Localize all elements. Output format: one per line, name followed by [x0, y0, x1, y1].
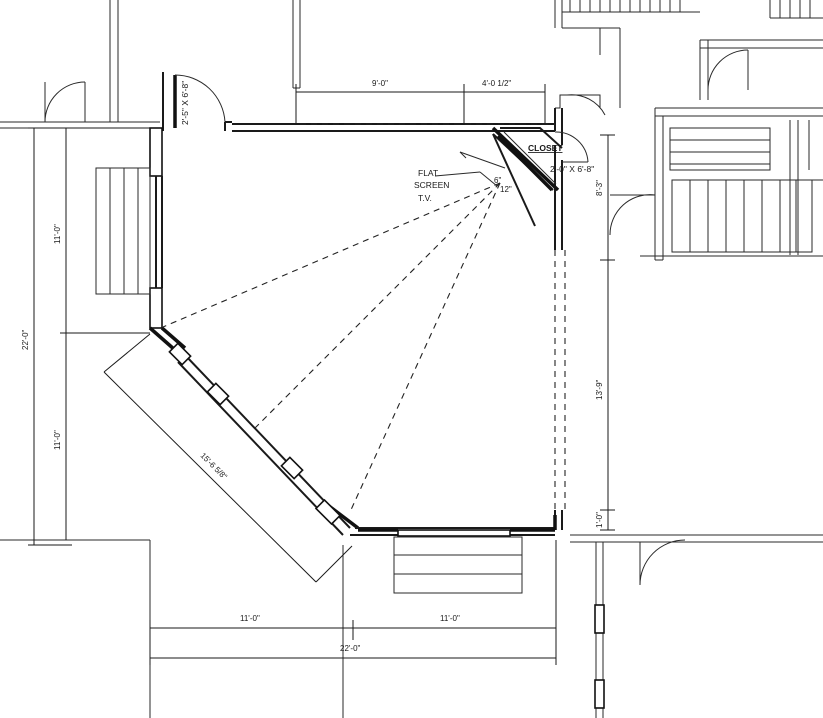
door-top-left: 2'-5" X 6'-8"	[173, 74, 232, 131]
tv-label-flat: FLAT	[418, 168, 438, 178]
dim-left-total: 22'-0"	[21, 329, 30, 350]
closet: CLOSET 2'-0" X 6'-8"	[491, 126, 594, 227]
closet-label: CLOSET	[528, 143, 563, 153]
dim-top-right: 4'-0 1/2"	[482, 79, 511, 88]
dim-left-upper: 11'-0"	[53, 224, 62, 244]
dim-bottom-total: 22'-0"	[340, 644, 361, 653]
door-top-label: 2'-5" X 6'-8"	[180, 81, 190, 125]
dim-diagonal: 15'-6 5/8"	[199, 451, 229, 481]
steps-bottom	[393, 536, 523, 594]
dim-left-lower: 11'-0"	[53, 430, 62, 450]
dimension-lines: 9'-0" 4'-0 1/2" 22'-0" 11'-0" 11'-0" 15'…	[21, 79, 615, 665]
angle-label-bottom: 12"	[500, 185, 512, 194]
closet-door-label: 2'-0" X 6'-8"	[550, 164, 594, 174]
dim-right-small: 1'-0"	[595, 512, 604, 528]
sight-lines	[162, 123, 566, 513]
dim-right-middle: 13'-9"	[595, 379, 604, 400]
dim-bottom-right: 11'-0"	[440, 614, 460, 623]
flat-screen-tv: FLAT SCREEN T.V. 6" 12"	[414, 131, 557, 203]
dim-bottom-left: 11'-0"	[240, 614, 260, 623]
angle-label-top: 6"	[494, 176, 501, 185]
tv-label-tv: T.V.	[418, 193, 432, 203]
dim-top-left: 9'-0"	[372, 79, 388, 88]
steps-left	[95, 167, 151, 295]
dim-right-upper: 8'-3"	[595, 180, 604, 196]
tv-label-screen: SCREEN	[414, 180, 449, 190]
